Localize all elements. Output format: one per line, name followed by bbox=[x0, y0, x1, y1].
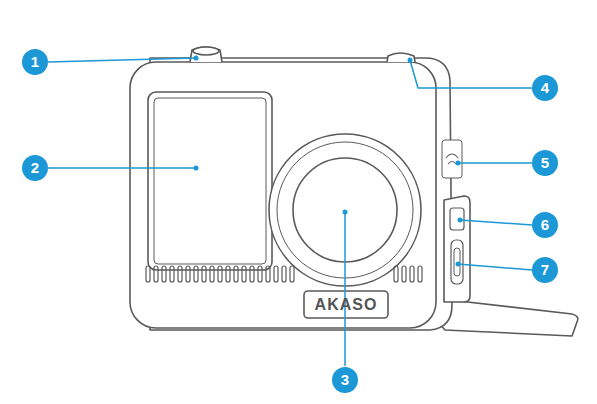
leader-line bbox=[48, 58, 196, 62]
power-button bbox=[387, 53, 415, 62]
vent-slot bbox=[194, 266, 198, 282]
vent-slot bbox=[258, 266, 262, 282]
usb-port-inner bbox=[454, 248, 460, 276]
leader-dot bbox=[343, 210, 348, 215]
callout-number: 2 bbox=[22, 155, 48, 181]
leader-dot bbox=[408, 58, 413, 63]
leader-line bbox=[344, 212, 346, 366]
vent-slot bbox=[178, 266, 182, 282]
card-slot bbox=[450, 208, 464, 230]
vent-slot bbox=[290, 266, 294, 282]
leader-dots bbox=[194, 56, 463, 267]
leader-dot bbox=[456, 262, 461, 267]
vent-slot bbox=[210, 266, 214, 282]
vent-slot bbox=[202, 266, 206, 282]
body-front bbox=[130, 62, 436, 328]
screen-glass bbox=[154, 98, 266, 264]
vent-slot bbox=[170, 266, 174, 282]
mic-panel bbox=[442, 140, 462, 178]
leader-dot bbox=[458, 218, 463, 223]
callout-number: 3 bbox=[332, 367, 358, 393]
leader-dot bbox=[456, 161, 461, 166]
vent-slot bbox=[250, 266, 254, 282]
vent-slot bbox=[234, 266, 238, 282]
port-door-frame bbox=[444, 196, 470, 302]
callout-number: 1 bbox=[22, 49, 48, 75]
vent-slot bbox=[146, 266, 150, 282]
vent-slot bbox=[274, 266, 278, 282]
leader-lines bbox=[48, 58, 532, 366]
vent-slot bbox=[218, 266, 222, 282]
vent-slot bbox=[402, 266, 406, 282]
vent-slot bbox=[410, 266, 414, 282]
vent-slot bbox=[186, 266, 190, 282]
callout-number: 4 bbox=[532, 75, 558, 101]
shutter-button bbox=[190, 47, 222, 62]
vent-slot bbox=[266, 266, 270, 282]
callout-number: 5 bbox=[532, 150, 558, 176]
vent-slot bbox=[162, 266, 166, 282]
vent-slot bbox=[154, 266, 158, 282]
vent-slot bbox=[282, 266, 286, 282]
front-screen bbox=[148, 92, 272, 270]
vent-slot bbox=[226, 266, 230, 282]
shutter-button-top bbox=[193, 47, 219, 55]
callout-number: 7 bbox=[532, 257, 558, 283]
port-flap bbox=[438, 300, 578, 336]
vent-slot bbox=[242, 266, 246, 282]
leader-line bbox=[458, 264, 532, 270]
leader-dot bbox=[194, 166, 199, 171]
vent-grill bbox=[146, 266, 422, 282]
vent-slot bbox=[394, 266, 398, 282]
vent-slot bbox=[418, 266, 422, 282]
leader-line bbox=[460, 220, 532, 225]
leader-line bbox=[48, 167, 196, 169]
brand-logo: AKASO bbox=[315, 295, 378, 315]
leader-dot bbox=[194, 56, 199, 61]
leader-line bbox=[458, 162, 532, 164]
usb-port bbox=[451, 240, 463, 284]
callout-number: 6 bbox=[532, 212, 558, 238]
logo-plate bbox=[304, 291, 388, 318]
leader-line bbox=[410, 60, 532, 88]
